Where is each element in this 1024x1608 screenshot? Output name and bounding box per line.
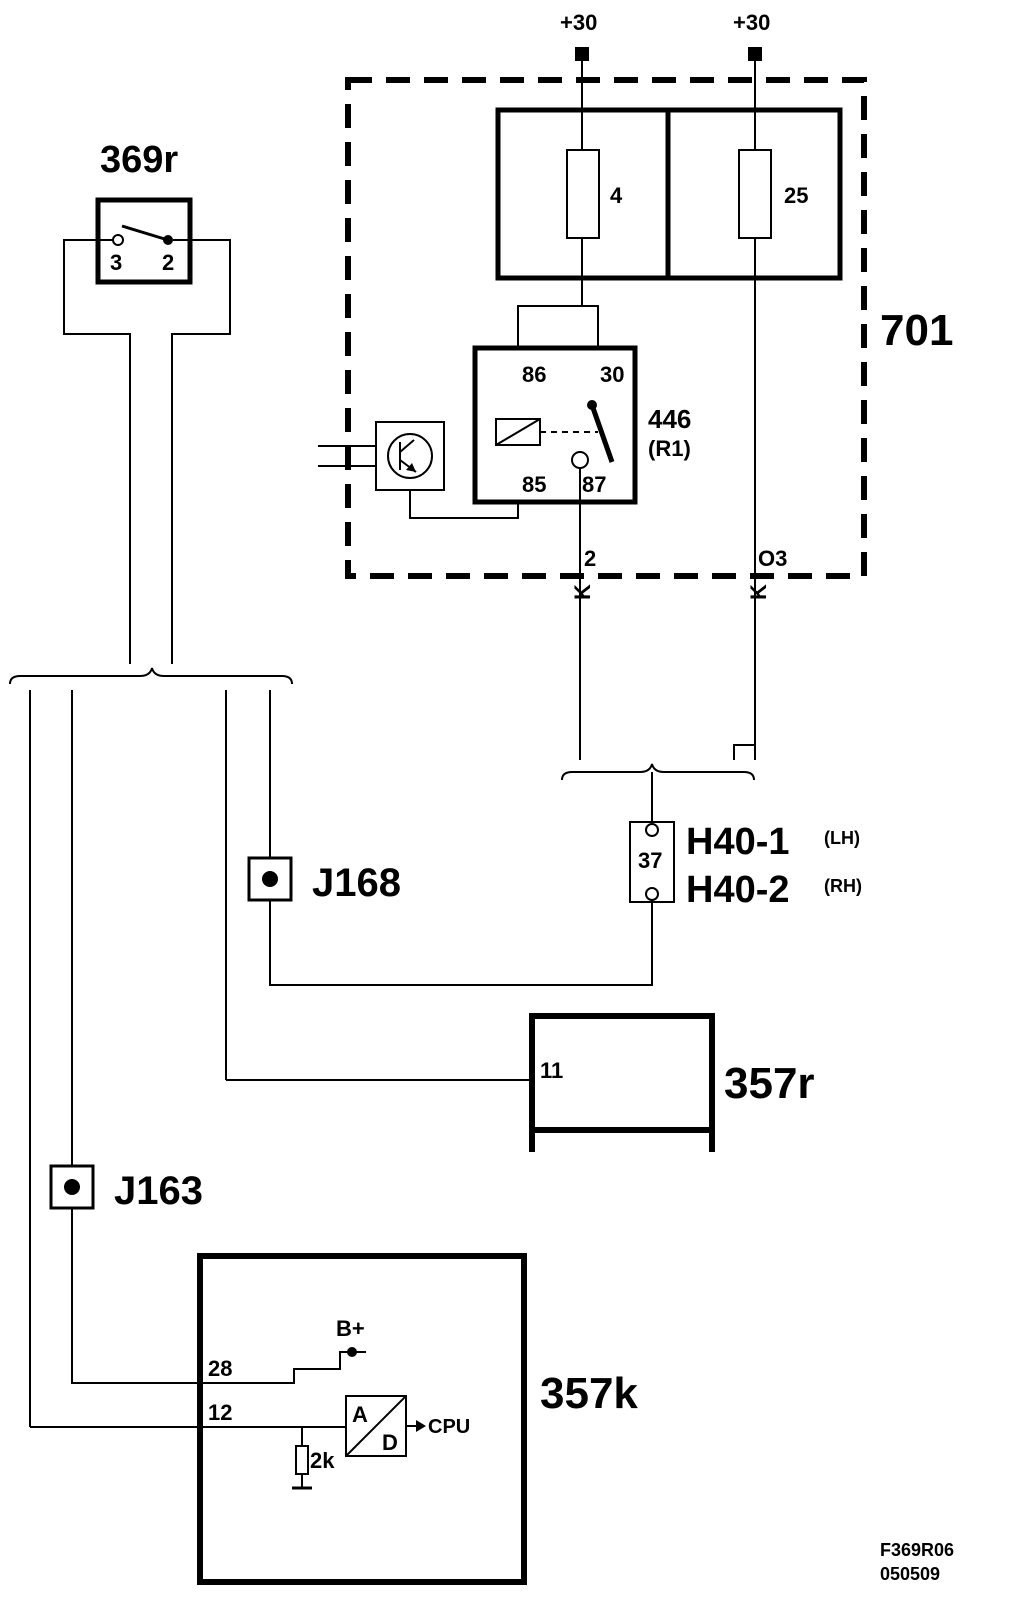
bplus-label: B+	[336, 1316, 365, 1341]
cpu-label: CPU	[428, 1416, 470, 1438]
relay-446-sub: (R1)	[648, 436, 691, 461]
supply-right-terminal	[748, 47, 762, 61]
h40-pin: 37	[638, 848, 662, 873]
figure-code: F369R06	[880, 1540, 954, 1560]
relay-pin-85: 85	[522, 472, 546, 497]
splice-j168	[247, 856, 293, 902]
357k-label: 357k	[540, 1369, 638, 1418]
h40-1-label: H40-1	[686, 821, 790, 863]
357r-pin-11: 11	[540, 1058, 563, 1083]
relay-446	[472, 345, 638, 505]
switch-369r-label: 369r	[100, 139, 178, 181]
fuse-4	[566, 149, 600, 239]
module-357k	[197, 1253, 527, 1585]
module-357r	[529, 1013, 715, 1152]
h40-1-side: (LH)	[824, 828, 860, 848]
h40-2-side: (RH)	[824, 876, 862, 896]
fuse-4-label: 4	[610, 183, 623, 208]
resistor-2k-label: 2k	[310, 1448, 335, 1473]
switch-pin-3: 3	[110, 250, 122, 275]
conn-right-pin: O3	[758, 546, 787, 571]
switch-pin-2: 2	[162, 250, 174, 275]
357k-pin-12: 12	[208, 1400, 232, 1425]
adc-d: D	[382, 1430, 398, 1455]
fuse-25-label: 25	[784, 183, 808, 208]
357k-pin-28: 28	[208, 1356, 232, 1381]
relay-446-label: 446	[648, 404, 691, 434]
conn-right-k: K	[746, 584, 771, 600]
fusebox-701-label: 701	[880, 306, 953, 355]
supply-left-terminal	[575, 47, 589, 61]
relay-pin-86: 86	[522, 362, 546, 387]
transistor-driver	[375, 421, 445, 491]
supply-right-label: +30	[733, 10, 770, 35]
figure-date: 050509	[880, 1564, 940, 1584]
resistor-2k	[295, 1445, 309, 1475]
adc-a: A	[352, 1402, 368, 1427]
h40-2-label: H40-2	[686, 869, 790, 911]
supply-left-label: +30	[560, 10, 597, 35]
fusebox-701-outline	[345, 77, 867, 579]
relay-pin-87: 87	[582, 472, 606, 497]
357r-label: 357r	[724, 1059, 815, 1108]
relay-pin-30: 30	[600, 362, 624, 387]
relay-contact-87	[571, 451, 589, 469]
j163-label: J163	[114, 1169, 203, 1213]
fuse-25	[738, 149, 772, 239]
j168-label: J168	[312, 861, 401, 905]
conn-left-pin: 2	[584, 546, 596, 571]
conn-left-k: K	[570, 584, 595, 600]
